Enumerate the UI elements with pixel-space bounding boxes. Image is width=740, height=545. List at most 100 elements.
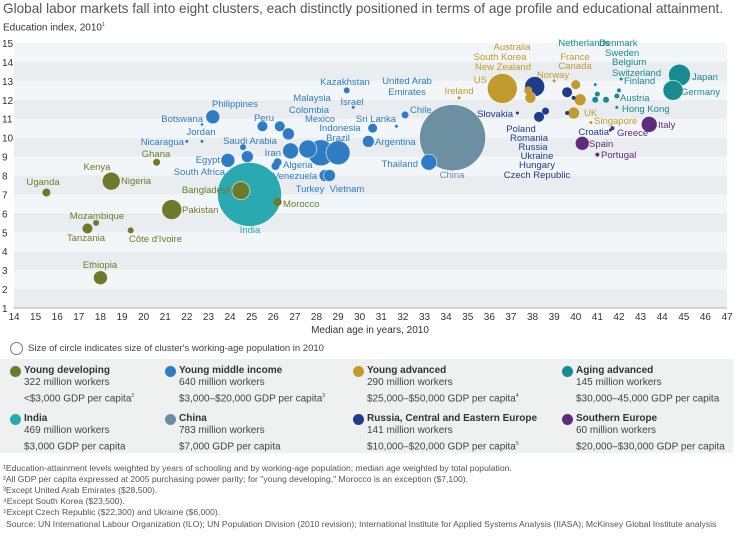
x-tick-label: 23 bbox=[203, 312, 215, 323]
footnote: ³Except United Arab Emirates ($28,500). bbox=[3, 485, 158, 495]
x-tick-label: 21 bbox=[160, 312, 172, 323]
x-tick-label: 35 bbox=[462, 312, 474, 323]
data-label: Mexico bbox=[305, 114, 335, 125]
grid-band bbox=[14, 194, 727, 214]
data-label: France bbox=[560, 52, 590, 63]
bubble-romania bbox=[542, 107, 550, 115]
legend-dot-icon bbox=[562, 414, 573, 425]
bubble-ukraine bbox=[562, 87, 573, 98]
data-label: Greece bbox=[617, 128, 648, 139]
bubble-saudi-arabia bbox=[240, 144, 247, 151]
legend-name: Russia, Central and Eastern Europe bbox=[367, 413, 538, 424]
data-label: Botswana bbox=[161, 114, 203, 125]
bubble-chile bbox=[401, 111, 409, 119]
x-tick-label: 46 bbox=[700, 312, 712, 323]
grid-band bbox=[14, 270, 727, 290]
legend-workers: 469 million workers bbox=[24, 425, 110, 437]
data-label: Peru bbox=[254, 113, 274, 124]
bubble-kenya bbox=[103, 174, 110, 181]
legend-gdp-text: $10,000–$20,000 GDP per capita bbox=[367, 440, 516, 452]
data-label: Norway bbox=[537, 70, 569, 81]
bubble-egypt bbox=[220, 152, 236, 168]
data-label: Poland bbox=[506, 124, 536, 135]
legend-workers: 141 million workers bbox=[367, 425, 453, 437]
bubble-croatia bbox=[608, 128, 612, 132]
data-label: Iran bbox=[265, 148, 281, 159]
legend-dot-icon bbox=[353, 366, 364, 377]
data-label: Venezuela bbox=[273, 171, 318, 182]
bubble-brazil bbox=[325, 140, 351, 166]
bubble-vietnam bbox=[323, 169, 336, 182]
size-legend: Size of circle indicates size of cluster… bbox=[10, 342, 324, 355]
x-tick-label: 14 bbox=[8, 312, 20, 323]
data-label: Ireland bbox=[444, 86, 473, 97]
legend-name: Young advanced bbox=[367, 365, 447, 376]
data-label: Sweden bbox=[605, 48, 639, 59]
legend-gdp-text: $3,000–$20,000 GDP per capita bbox=[179, 392, 323, 404]
legend-gdp: $3,000 GDP per capita bbox=[10, 438, 126, 454]
x-tick-label: 40 bbox=[570, 312, 582, 323]
data-label: Singapore bbox=[594, 116, 637, 127]
x-tick-label: 26 bbox=[268, 312, 280, 323]
data-label: Hong Kong bbox=[622, 104, 670, 115]
bubble-morocco bbox=[273, 198, 282, 206]
x-tick-label: 24 bbox=[224, 312, 236, 323]
x-tick-label: 41 bbox=[592, 312, 604, 323]
bubble-ireland bbox=[457, 96, 461, 100]
bubble-canada bbox=[573, 93, 587, 107]
bubble-uganda bbox=[42, 188, 51, 197]
bubble-c-te-d-ivoire bbox=[127, 227, 134, 234]
data-label: Morocco bbox=[283, 199, 319, 210]
y-tick-label: 8 bbox=[2, 172, 8, 183]
bubble-germany bbox=[662, 79, 684, 101]
bubble-new-zealand bbox=[500, 86, 504, 90]
legend-workers: 783 million workers bbox=[179, 425, 265, 437]
grid-band bbox=[14, 232, 727, 252]
legend-dot-icon bbox=[10, 366, 21, 377]
y-tick-label: 10 bbox=[2, 134, 14, 145]
data-label: Finland bbox=[624, 76, 655, 87]
data-label: Kenya bbox=[84, 162, 112, 173]
y-tick-label: 15 bbox=[2, 39, 14, 50]
data-label: Ukraine bbox=[521, 151, 554, 162]
data-label: Uganda bbox=[26, 177, 60, 188]
x-tick-label: 16 bbox=[52, 312, 64, 323]
x-tick-label: 18 bbox=[95, 312, 107, 323]
source-note: Source: UN International Labour Organiza… bbox=[6, 519, 717, 529]
bubble-norway bbox=[552, 79, 556, 83]
bubble-australia bbox=[524, 86, 533, 95]
grid-band bbox=[14, 251, 727, 271]
x-tick-label: 36 bbox=[484, 312, 496, 323]
x-tick-label: 33 bbox=[419, 312, 431, 323]
data-label: Thailand bbox=[382, 159, 418, 170]
data-label: Israel bbox=[340, 97, 363, 108]
legend-gdp: $25,000–$50,000 GDP per capita4 bbox=[353, 390, 519, 406]
data-label: Japan bbox=[692, 72, 718, 83]
x-tick-label: 47 bbox=[721, 312, 733, 323]
data-label: Côte d'Ivoire bbox=[129, 234, 182, 245]
data-label: Bangladesh bbox=[182, 185, 232, 196]
data-label: Pakistan bbox=[182, 205, 218, 216]
bubble-israel bbox=[351, 105, 355, 109]
x-tick-label: 20 bbox=[138, 312, 150, 323]
data-label: Mozambique bbox=[70, 211, 124, 222]
data-label: UK bbox=[584, 108, 598, 119]
legend-name: Young middle income bbox=[179, 365, 283, 376]
legend-gdp: $20,000–$30,000 GDP per capita bbox=[562, 438, 725, 454]
data-label: Czech Republic bbox=[504, 170, 571, 181]
y-tick-label: 6 bbox=[2, 209, 8, 220]
data-label: Hungary bbox=[519, 160, 555, 171]
x-axis-label: Median age in years, 2010 bbox=[311, 325, 429, 336]
bubble-hungary bbox=[571, 95, 576, 100]
data-label: Russia bbox=[518, 142, 548, 153]
bubble-singapore bbox=[589, 121, 593, 124]
legend-dot-icon bbox=[165, 414, 176, 425]
bubble-switzerland bbox=[616, 88, 621, 93]
x-tick-label: 28 bbox=[311, 312, 323, 323]
y-tick-label: 11 bbox=[2, 115, 13, 126]
